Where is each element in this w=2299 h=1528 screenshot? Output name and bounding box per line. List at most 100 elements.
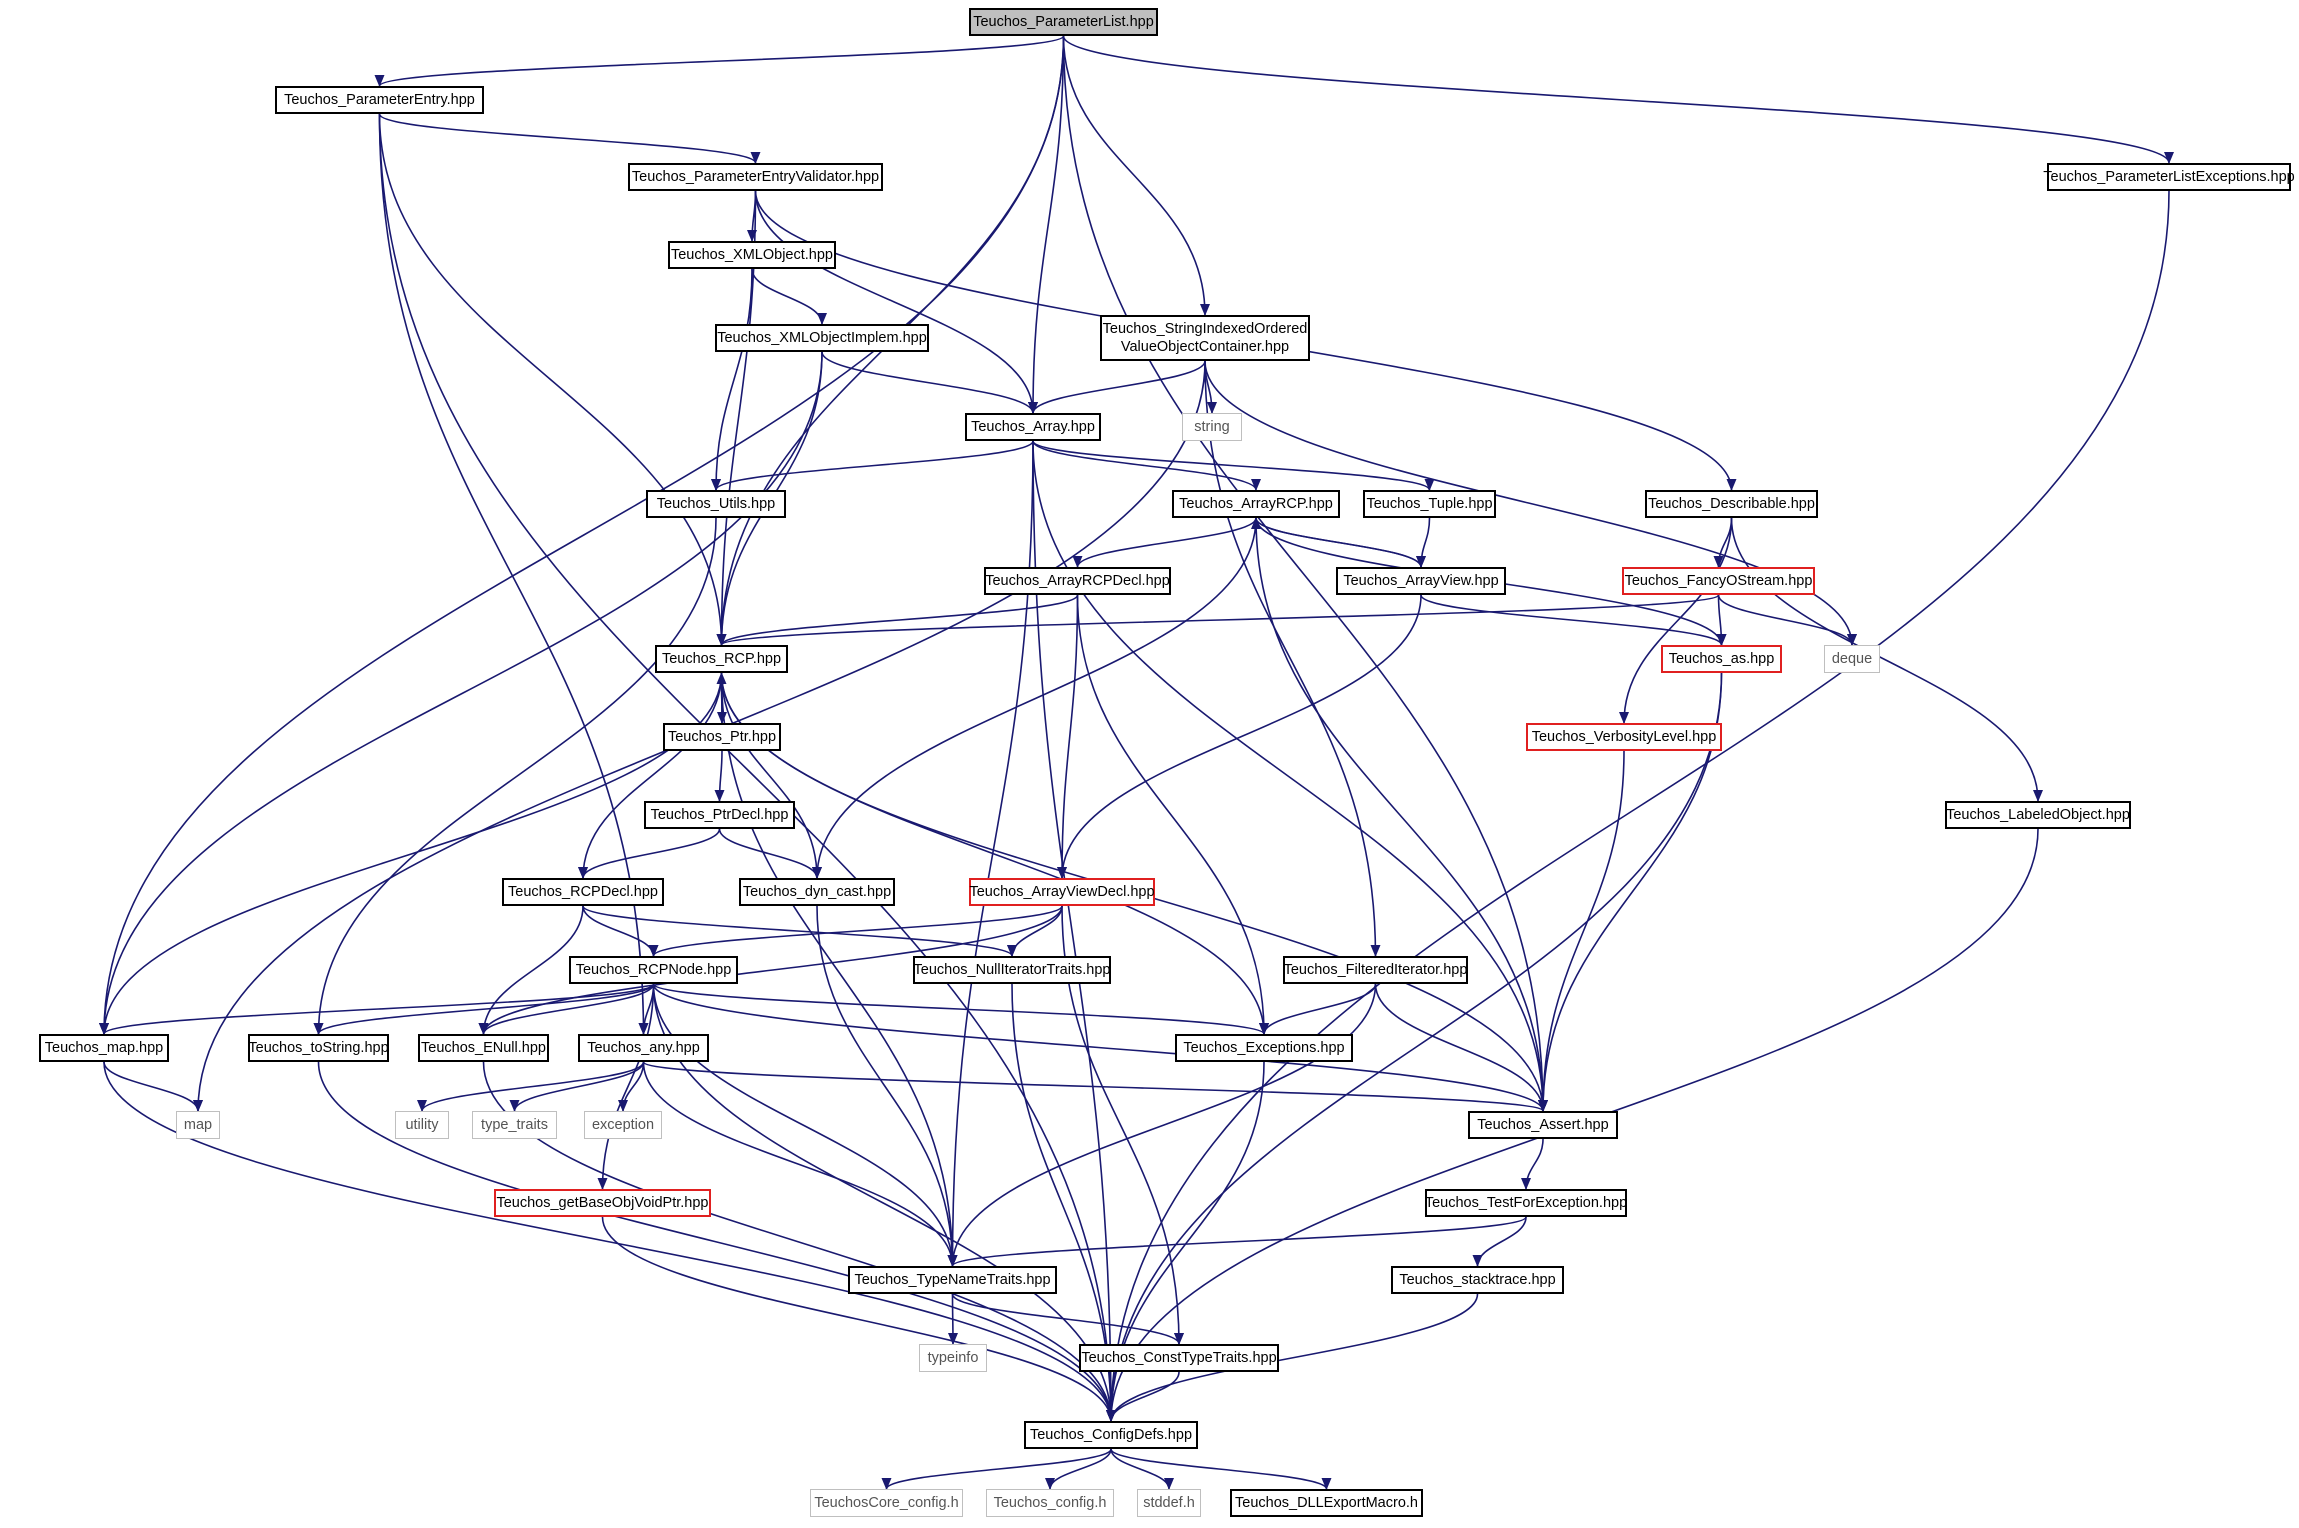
edge-arcpd-to-avd bbox=[1057, 594, 1079, 879]
edge-assert-to-tfe bbox=[1521, 1138, 1544, 1190]
node-map[interactable]: Teuchos_map.hpp bbox=[39, 1034, 169, 1062]
node-utils[interactable]: Teuchos_Utils.hpp bbox=[646, 490, 786, 518]
edge-tostr-to-cd bbox=[317, 1061, 1116, 1422]
node-dyn[interactable]: Teuchos_dyn_cast.hpp bbox=[739, 878, 895, 906]
edge-arcpd-to-rcp bbox=[716, 594, 1079, 646]
node-st[interactable]: Teuchos_stacktrace.hpp bbox=[1391, 1266, 1564, 1294]
edge-root-to-ple bbox=[1062, 35, 2174, 164]
edge-cd-to-tcc bbox=[881, 1448, 1112, 1490]
node-pev[interactable]: Teuchos_ParameterEntryValidator.hpp bbox=[628, 163, 883, 191]
node-av[interactable]: Teuchos_ArrayView.hpp bbox=[1336, 567, 1506, 595]
edge-pe-to-any bbox=[378, 113, 649, 1035]
edge-cd-to-dll bbox=[1110, 1448, 1332, 1490]
node-tt: type_traits bbox=[472, 1111, 557, 1139]
edge-pe-to-cd bbox=[378, 113, 1116, 1422]
edge-ple-to-cd bbox=[1106, 190, 2170, 1422]
node-ptrd[interactable]: Teuchos_PtrDecl.hpp bbox=[644, 801, 795, 829]
edge-rcpd-to-rcpn bbox=[582, 905, 659, 957]
node-arcp[interactable]: Teuchos_ArrayRCP.hpp bbox=[1172, 490, 1340, 518]
node-tuple[interactable]: Teuchos_Tuple.hpp bbox=[1363, 490, 1496, 518]
edge-arcp-to-arcpd bbox=[1072, 517, 1257, 568]
edge-arcp-to-dyn bbox=[812, 517, 1257, 879]
node-ptr[interactable]: Teuchos_Ptr.hpp bbox=[663, 723, 781, 751]
node-rcp[interactable]: Teuchos_RCP.hpp bbox=[655, 645, 788, 673]
node-gbo[interactable]: Teuchos_getBaseObjVoidPtr.hpp bbox=[494, 1189, 711, 1217]
edge-array-to-assert bbox=[1032, 440, 1548, 1112]
edge-any-to-exception bbox=[618, 1061, 645, 1112]
edge-rcpn-to-map bbox=[99, 983, 655, 1035]
edge-rcp-to-rcpd bbox=[578, 672, 723, 879]
node-desc[interactable]: Teuchos_Describable.hpp bbox=[1645, 490, 1818, 518]
edge-st-to-cd bbox=[1106, 1293, 1479, 1422]
edge-array-to-utils bbox=[711, 440, 1034, 491]
edge-array-to-arcp bbox=[1032, 440, 1261, 491]
edge-any-to-utility bbox=[417, 1061, 645, 1112]
edge-tfe-to-tnt bbox=[947, 1216, 1527, 1267]
node-exc[interactable]: Teuchos_Exceptions.hpp bbox=[1175, 1034, 1353, 1062]
edge-map-to-cd bbox=[103, 1061, 1116, 1422]
edge-sio-to-deque bbox=[1204, 360, 1857, 646]
edge-desc-to-lo bbox=[1730, 517, 2043, 802]
node-deque: deque bbox=[1824, 645, 1880, 673]
edge-tfe-to-st bbox=[1472, 1216, 1527, 1267]
node-assert[interactable]: Teuchos_Assert.hpp bbox=[1468, 1111, 1618, 1139]
edge-rcpn-to-tostr bbox=[313, 983, 655, 1035]
edge-ptr-to-rcp bbox=[716, 672, 727, 724]
edge-sio-to-fi bbox=[1204, 360, 1381, 957]
node-sio[interactable]: Teuchos_StringIndexedOrdered ValueObject… bbox=[1100, 315, 1310, 361]
node-enull[interactable]: Teuchos_ENull.hpp bbox=[418, 1034, 549, 1062]
node-arcpd[interactable]: Teuchos_ArrayRCPDecl.hpp bbox=[984, 567, 1171, 595]
edge-vl-to-assert bbox=[1538, 750, 1625, 1112]
edge-rcpn-to-tnt bbox=[652, 983, 958, 1267]
edge-av-to-avd bbox=[1057, 594, 1422, 879]
edge-pe-to-pev bbox=[378, 113, 761, 164]
edge-xmli-to-map bbox=[99, 351, 823, 1035]
edge-utils-to-tostr bbox=[313, 517, 717, 1035]
edge-fos-to-rcp bbox=[716, 594, 1720, 646]
node-fos[interactable]: Teuchos_FancyOStream.hpp bbox=[1622, 567, 1815, 595]
edge-gbo-to-cd bbox=[601, 1216, 1116, 1422]
node-ple[interactable]: Teuchos_ParameterListExceptions.hpp bbox=[2043, 163, 2295, 191]
edge-any-to-tt bbox=[509, 1061, 645, 1112]
node-xml[interactable]: Teuchos_XMLObject.hpp bbox=[668, 241, 836, 269]
node-avd[interactable]: Teuchos_ArrayViewDecl.hpp bbox=[969, 878, 1155, 906]
node-tfe[interactable]: Teuchos_TestForException.hpp bbox=[1425, 1189, 1627, 1217]
node-any[interactable]: Teuchos_any.hpp bbox=[578, 1034, 709, 1062]
edge-desc-to-vl bbox=[1619, 517, 1733, 724]
edge-rcpd-to-enull bbox=[478, 905, 584, 1035]
edge-desc-to-fos bbox=[1713, 517, 1733, 568]
edge-rcpn-to-enull bbox=[478, 983, 655, 1035]
node-tc: Teuchos_config.h bbox=[986, 1489, 1114, 1517]
edge-ptrd-to-dyn bbox=[718, 828, 822, 879]
node-tostr[interactable]: Teuchos_toString.hpp bbox=[248, 1034, 389, 1062]
edge-ptr-to-ptrd bbox=[714, 750, 725, 802]
node-nit[interactable]: Teuchos_NullIteratorTraits.hpp bbox=[913, 956, 1111, 984]
node-fi[interactable]: Teuchos_FilteredIterator.hpp bbox=[1283, 956, 1468, 984]
node-lo[interactable]: Teuchos_LabeledObject.hpp bbox=[1945, 801, 2131, 829]
node-as[interactable]: Teuchos_as.hpp bbox=[1661, 645, 1782, 673]
node-array[interactable]: Teuchos_Array.hpp bbox=[965, 413, 1101, 441]
edge-fi-to-exc bbox=[1259, 983, 1377, 1035]
node-ctt[interactable]: Teuchos_ConstTypeTraits.hpp bbox=[1079, 1344, 1279, 1372]
node-rcpd[interactable]: Teuchos_RCPDecl.hpp bbox=[502, 878, 664, 906]
edge-rcp-to-dyn bbox=[720, 672, 822, 879]
node-cd[interactable]: Teuchos_ConfigDefs.hpp bbox=[1024, 1421, 1198, 1449]
node-dll[interactable]: Teuchos_DLLExportMacro.h bbox=[1230, 1489, 1423, 1517]
edge-tuple-to-av bbox=[1416, 517, 1431, 568]
node-vl[interactable]: Teuchos_VerbosityLevel.hpp bbox=[1526, 723, 1722, 751]
node-utility: utility bbox=[395, 1111, 449, 1139]
node-xmli[interactable]: Teuchos_XMLObjectImplem.hpp bbox=[715, 324, 929, 352]
node-rcpn[interactable]: Teuchos_RCPNode.hpp bbox=[569, 956, 738, 984]
node-mapstd: map bbox=[176, 1111, 220, 1139]
node-tcc: TeuchosCore_config.h bbox=[810, 1489, 963, 1517]
node-tnt[interactable]: Teuchos_TypeNameTraits.hpp bbox=[848, 1266, 1057, 1294]
node-pe[interactable]: Teuchos_ParameterEntry.hpp bbox=[275, 86, 484, 114]
edge-tnt-to-ctt bbox=[951, 1293, 1184, 1345]
edge-root-to-array bbox=[1028, 35, 1065, 414]
edge-pev-to-array bbox=[754, 190, 1038, 414]
edge-arcpd-to-exc bbox=[1076, 594, 1269, 1035]
edge-rcpd-to-nit bbox=[582, 905, 1017, 957]
node-root[interactable]: Teuchos_ParameterList.hpp bbox=[969, 8, 1158, 36]
edge-avd-to-nit bbox=[1007, 905, 1063, 957]
